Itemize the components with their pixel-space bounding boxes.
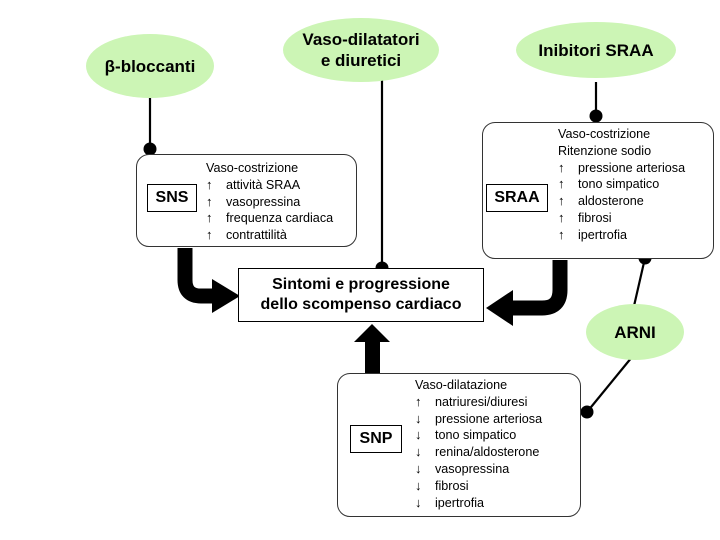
snp-arrow-head (354, 324, 390, 342)
up-arrow-icon: ↑ (558, 159, 565, 175)
up-arrow-icon: ↑ (206, 193, 213, 209)
sns-item-text: attività SRAA (226, 177, 301, 192)
raas-inhibitors-ellipse: Inibitori SRAA (516, 22, 676, 78)
list-item: ↑ frequenza cardiaca (206, 210, 333, 227)
sns-list: Vaso-costrizione ↑ attività SRAA ↑ vasopre… (206, 160, 333, 244)
up-arrow-icon: ↑ (558, 176, 565, 192)
raas-inhibitors-label: Inibitori SRAA (538, 40, 654, 60)
arni-ellipse: ARNI (586, 304, 684, 360)
list-item: ↓ vasopressina (415, 461, 542, 478)
arni-snp-link-dot (580, 405, 594, 419)
raas-item-text: pressione arteriosa (578, 160, 686, 175)
snp-tag-label: SNP (359, 430, 393, 447)
sns-item-text: frequenza cardiaca (226, 211, 334, 226)
raas-header-2: Ritenzione sodio (558, 143, 652, 158)
vasodilators-label-line2: e diuretici (320, 51, 402, 70)
raas-header-1: Vaso-costrizione (558, 127, 651, 141)
list-item: ↓ renina/aldosterone (415, 444, 542, 461)
raas-item-text: aldosterone (578, 194, 644, 209)
raas-arrow-head (486, 290, 513, 326)
up-arrow-icon: ↑ (558, 193, 565, 209)
snp-item-text: natriuresi/diuresi (435, 394, 528, 409)
beta-blockers-label: β-bloccanti (104, 56, 196, 76)
raas-tag: SRAA (486, 184, 548, 212)
list-item: ↑ vasopressina (206, 194, 333, 211)
snp-item-text: vasopressina (435, 461, 510, 476)
up-arrow-icon: ↑ (558, 226, 565, 242)
down-arrow-icon: ↓ (415, 410, 422, 426)
snp-item-text: renina/aldosterone (435, 445, 540, 460)
snp-to-central-shaft (365, 340, 380, 375)
sns-tag-label: SNS (155, 189, 189, 206)
arni-snp-link (586, 356, 633, 413)
up-arrow-icon: ↑ (206, 227, 213, 243)
raas-item-text: tono simpatico (578, 177, 660, 192)
raas-item-text: ipertrofia (578, 227, 627, 242)
beta-blockers-ellipse: β-bloccanti (86, 34, 214, 98)
list-item: ↑ tono simpatico (558, 176, 685, 193)
down-arrow-icon: ↓ (415, 427, 422, 443)
list-item: ↑ aldosterone (558, 193, 685, 210)
sns-item-text: vasopressina (226, 194, 301, 209)
central-outcome-box: Sintomi e progressione dello scompenso c… (238, 268, 484, 322)
beta-blocker-link-dot (143, 142, 157, 156)
sns-tag: SNS (147, 184, 197, 212)
raas-list: Vaso-costrizione Ritenzione sodio ↑ press… (558, 126, 685, 244)
down-arrow-icon: ↓ (415, 494, 422, 510)
down-arrow-icon: ↓ (415, 477, 422, 493)
up-arrow-icon: ↑ (558, 209, 565, 225)
sns-item-text: contrattilità (226, 228, 287, 243)
snp-tag: SNP (350, 425, 402, 453)
arni-raas-link (632, 257, 647, 307)
list-item: ↑ contrattilità (206, 227, 333, 244)
list-item: ↑ fibrosi (558, 210, 685, 227)
list-item: ↑ ipertrofia (558, 227, 685, 244)
central-line-1: Sintomi e progressione (272, 276, 450, 293)
vasodilators-label-line1: Vaso-dilatatori (302, 30, 420, 49)
up-arrow-icon: ↑ (415, 393, 422, 409)
down-arrow-icon: ↓ (415, 444, 422, 460)
snp-item-text: tono simpatico (435, 428, 517, 443)
raas-inhibitor-link-dot (589, 109, 603, 123)
raas-to-central-arrow (510, 260, 568, 316)
arni-label: ARNI (614, 322, 656, 342)
list-item: ↓ pressione arteriosa (415, 411, 542, 428)
sns-to-central-arrow (177, 248, 215, 304)
list-item: ↓ ipertrofia (415, 495, 542, 512)
sns-header: Vaso-costrizione (206, 161, 299, 175)
snp-list: Vaso-dilatazione ↑ natriuresi/diuresi ↓ pr… (415, 377, 542, 511)
list-item: ↓ tono simpatico (415, 427, 542, 444)
central-line-2: dello scompenso cardiaco (260, 296, 462, 313)
list-item: ↓ fibrosi (415, 478, 542, 495)
raas-item-text: fibrosi (578, 210, 612, 225)
vasodilators-ellipse: Vaso-dilatatori e diuretici (283, 18, 439, 82)
snp-item-text: fibrosi (435, 478, 469, 493)
up-arrow-icon: ↑ (206, 210, 213, 226)
down-arrow-icon: ↓ (415, 460, 422, 476)
snp-item-text: ipertrofia (435, 495, 484, 510)
list-item: ↑ pressione arteriosa (558, 160, 685, 177)
sns-arrow-head (212, 279, 240, 313)
snp-header: Vaso-dilatazione (415, 378, 508, 392)
raas-tag-label: SRAA (494, 189, 540, 206)
snp-item-text: pressione arteriosa (435, 411, 543, 426)
list-item: ↑ attività SRAA (206, 177, 333, 194)
list-item: ↑ natriuresi/diuresi (415, 394, 542, 411)
up-arrow-icon: ↑ (206, 176, 213, 192)
